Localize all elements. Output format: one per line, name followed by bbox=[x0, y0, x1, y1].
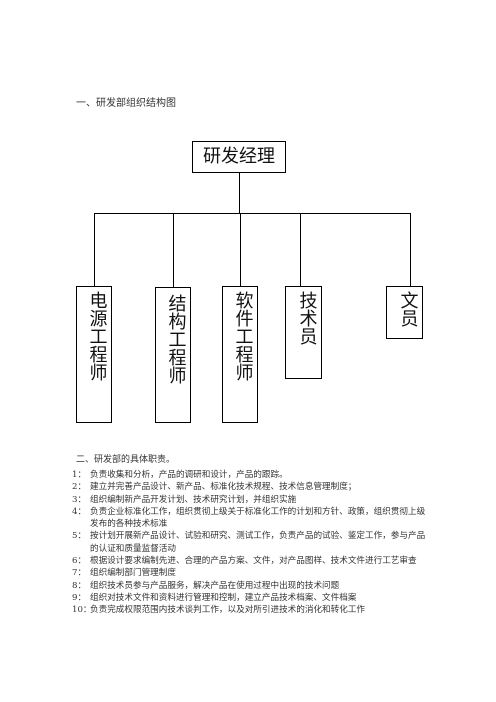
duties-list: 1：负责收集和分析，产品的调研和设计，产品的跟踪。 2：建立并完善产品设计、新产… bbox=[72, 469, 432, 617]
duty-item: 1：负责收集和分析，产品的调研和设计，产品的跟踪。 bbox=[72, 470, 288, 480]
connector-drop-5 bbox=[410, 213, 411, 286]
org-chart-section-title: 一、研发部组织结构图 bbox=[76, 98, 176, 109]
org-node-manager: 研发经理 bbox=[192, 141, 286, 173]
org-node-child-1 bbox=[76, 286, 112, 423]
duty-item: 8：组织技术员参与产品服务，解决产品在使用过程中出现的技术问题 bbox=[72, 580, 340, 591]
duty-item: 3：组织编制新产品开发计划、技术研究计划，并组织实施 bbox=[72, 494, 297, 505]
duty-item: 6：根据设计要求编制先进、合理的产品方案、文件，对产品图样、技术文件进行工艺审查 bbox=[72, 556, 417, 567]
duty-item: 7：组织编制部门管理制度 bbox=[72, 568, 176, 579]
connector-drop-3 bbox=[240, 213, 241, 286]
org-node-label-structural-engineer: 结构工程师 bbox=[165, 294, 187, 384]
duty-item: 2：建立并完善产品设计、新产品、标准化技术规程、技术信息管理制度； bbox=[72, 482, 357, 493]
org-node-label-clerk: 文员 bbox=[397, 291, 419, 327]
org-node-child-5 bbox=[386, 286, 423, 339]
duty-item: 10：负责完成权限范围内技术谈判工作，以及对所引进技术的消化和转化工作 bbox=[72, 605, 366, 616]
duty-item: 5：按计划开展新产品设计、试验和研究、测试工作，负责产品的试验、鉴定工作，参与产… bbox=[72, 531, 426, 554]
connector-drop-2 bbox=[173, 213, 174, 287]
org-node-label-power-engineer: 电源工程师 bbox=[86, 291, 108, 381]
org-node-child-2 bbox=[155, 287, 191, 423]
connector-drop-4 bbox=[300, 213, 301, 286]
connector-drop-1 bbox=[94, 213, 95, 286]
org-node-child-3 bbox=[222, 286, 258, 423]
connector-bar bbox=[94, 213, 411, 214]
connector-trunk bbox=[239, 173, 240, 213]
duties-section-title: 二、研发部的具体职责。 bbox=[76, 455, 176, 465]
duty-item: 9：组织对技术文件和资料进行管理和控制，建立产品技术档案、文件档案 bbox=[72, 592, 357, 603]
org-node-label-technician: 技术员 bbox=[296, 291, 318, 345]
duty-item: 4：负责企业标准化工作，组织贯彻上级关于标准化工作的计划和方针、政策，组织贯彻上… bbox=[72, 506, 426, 530]
org-node-label-software-engineer: 软件工程师 bbox=[232, 291, 254, 381]
org-node-child-4 bbox=[285, 286, 322, 379]
